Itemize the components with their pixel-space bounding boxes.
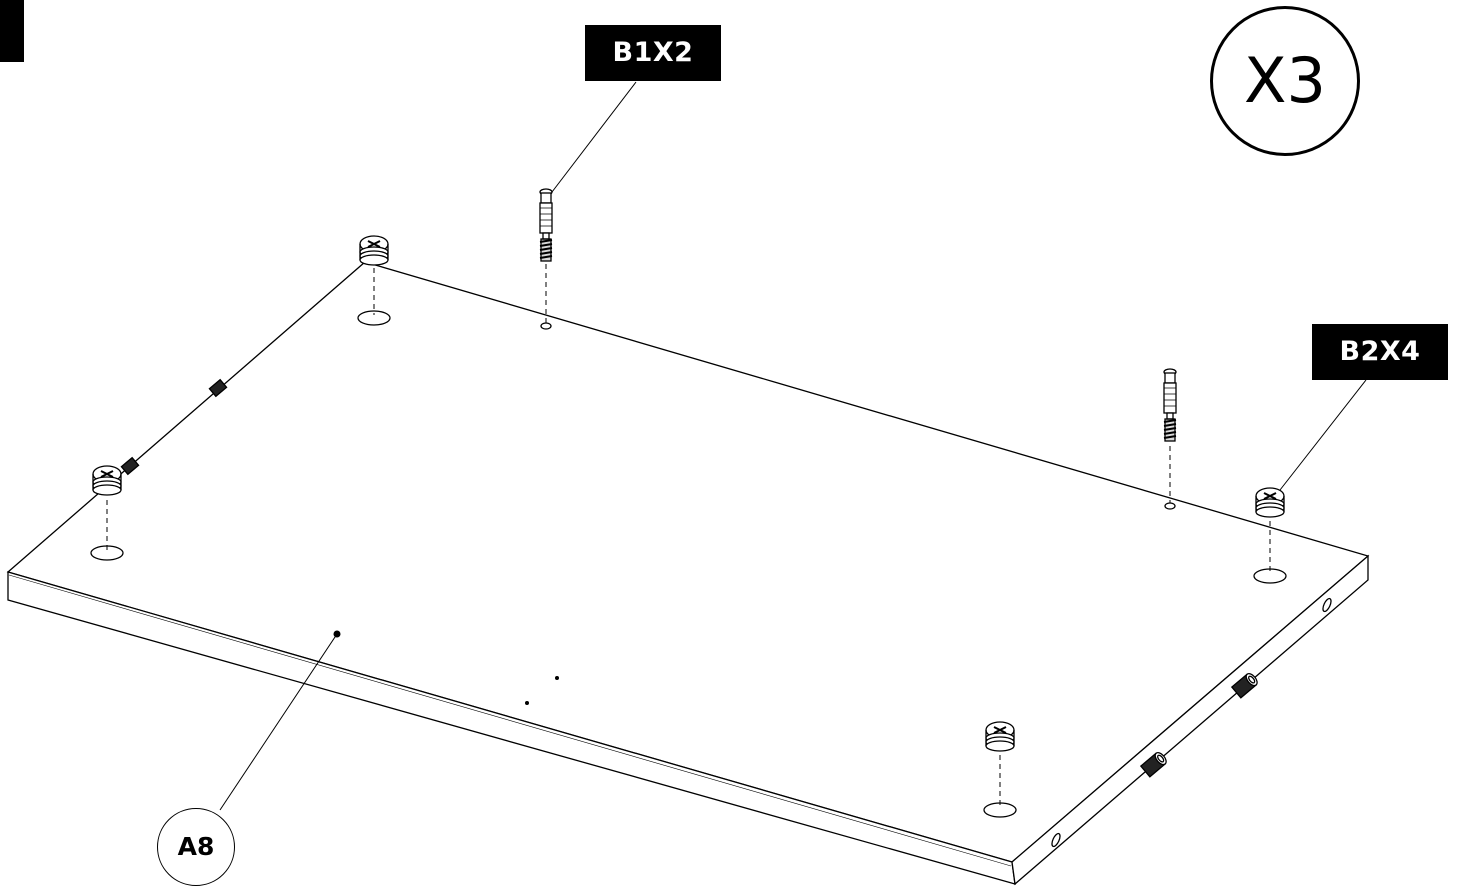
cam-bolt-icon xyxy=(1163,368,1177,442)
leader-b2 xyxy=(1279,379,1367,491)
leader-a8 xyxy=(219,633,338,811)
cam-bolt-icon xyxy=(539,188,553,262)
part-label-a8: A8 xyxy=(157,808,235,886)
edge-bolts xyxy=(120,378,1258,778)
insertion-guides xyxy=(106,264,1271,807)
edge-bolt-icon xyxy=(1139,751,1167,778)
cam-lock-icon xyxy=(359,235,389,266)
cam-hole xyxy=(357,310,391,326)
cam-bolts xyxy=(539,188,1177,442)
edge-holes xyxy=(1051,597,1332,848)
leader-lines xyxy=(219,81,1367,811)
cam-lock-icon xyxy=(1255,487,1285,518)
quantity-badge: X3 xyxy=(1210,6,1360,156)
edge-bolt-icon xyxy=(208,378,228,398)
panel-a8 xyxy=(6,261,1370,886)
panel-right-edge xyxy=(1011,554,1369,886)
leader-b1 xyxy=(551,81,637,193)
cam-lock-fittings xyxy=(92,235,1285,752)
edge-bolt-icon xyxy=(120,456,140,476)
edge-bolt-icon xyxy=(1230,672,1258,699)
page-corner-tab xyxy=(0,0,24,62)
cam-lock-icon xyxy=(92,465,122,496)
hardware-tag-b1: B1X2 xyxy=(585,25,721,81)
hardware-tag-b2: B2X4 xyxy=(1312,324,1448,380)
cam-lock-icon xyxy=(985,721,1015,752)
